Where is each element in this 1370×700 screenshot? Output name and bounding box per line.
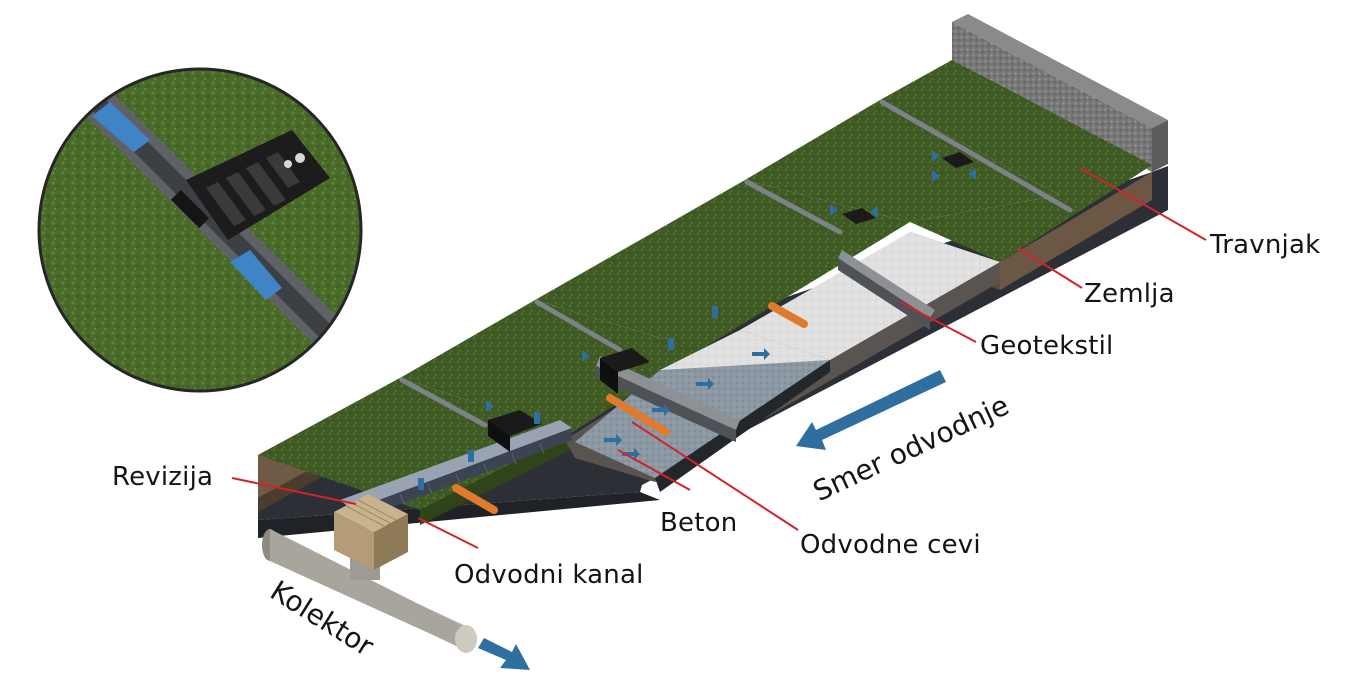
label-beton: Beton bbox=[660, 508, 737, 538]
outflow-arrow bbox=[478, 638, 530, 670]
label-zemlja: Zemlja bbox=[1084, 279, 1175, 309]
label-travnjak: Travnjak bbox=[1210, 230, 1320, 260]
detail-inset bbox=[38, 68, 370, 392]
label-geotekstil: Geotekstil bbox=[980, 331, 1114, 361]
label-odvodni-kanal: Odvodni kanal bbox=[454, 560, 644, 590]
label-odvodne-cevi: Odvodne cevi bbox=[800, 530, 981, 560]
label-revizija: Revizija bbox=[112, 462, 213, 492]
